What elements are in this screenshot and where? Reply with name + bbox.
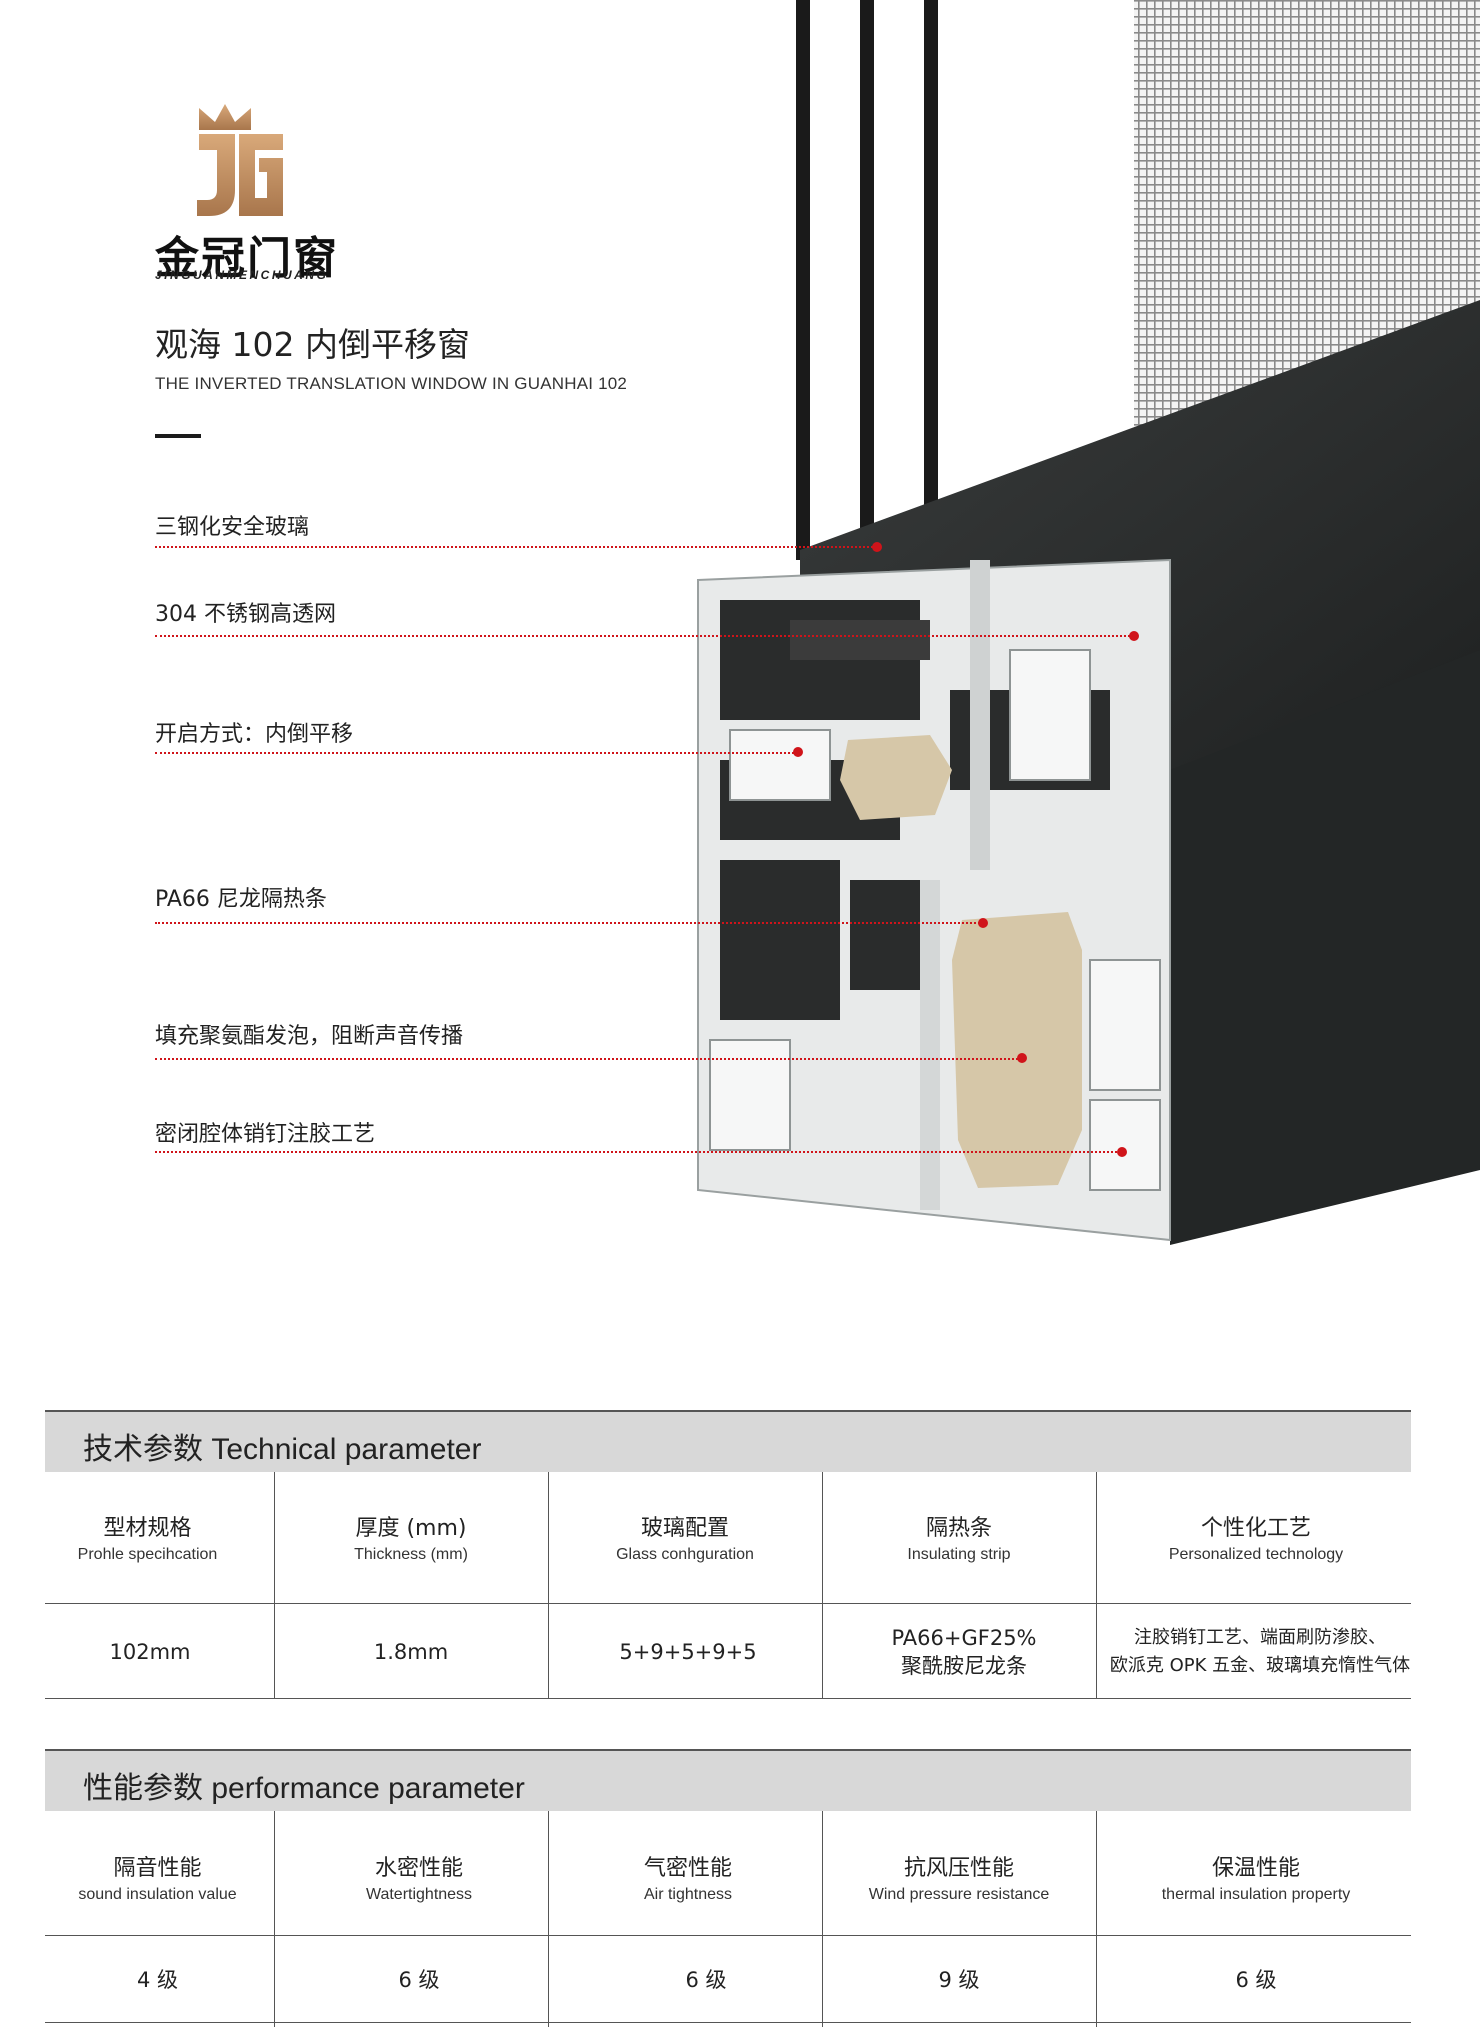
table-divider (45, 1935, 1411, 1936)
tech-column-header: 厚度 (mm) Thickness (mm) (274, 1510, 548, 1564)
callout-dot (1017, 1053, 1027, 1063)
feature-label: 密闭腔体销钉注胶工艺 (155, 1122, 376, 1147)
technical-table-header: 技术参数 Technical parameter (45, 1410, 1411, 1472)
product-title-cn: 观海 102 内倒平移窗 (155, 325, 470, 364)
column-title-cn: 厚度 (mm) (355, 1516, 467, 1541)
brand-logo-icon (197, 104, 283, 216)
brand-name-en: JINGUANMENCHUANG (155, 268, 329, 282)
tech-column-header: 隔热条 Insulating strip (822, 1510, 1096, 1564)
title-divider (155, 434, 201, 438)
table-divider (45, 1698, 1411, 1699)
perf-value-air: 6 级 (685, 1968, 727, 1992)
tech-column-header: 个性化工艺 Personalized technology (1096, 1510, 1416, 1564)
callout-dot (872, 542, 882, 552)
perf-column-header: 抗风压性能 Wind pressure resistance (822, 1850, 1096, 1904)
tech-column-header: 型材规格 Prohle specihcation (45, 1510, 250, 1564)
column-divider (274, 1472, 275, 1698)
column-title-cn: 保温性能 (1211, 1856, 1300, 1881)
performance-table-title: 性能参数 performance parameter (83, 1772, 525, 1805)
column-title-cn: 抗风压性能 (903, 1856, 1014, 1881)
strip-line-2: 聚酰胺尼龙条 (901, 1654, 1027, 1678)
column-divider (1096, 1811, 1097, 2027)
feature-label: PA66 尼龙隔热条 (155, 887, 327, 912)
column-divider (274, 1811, 275, 2027)
perf-value-water: 6 级 (398, 1968, 440, 1992)
column-title-cn: 型材规格 (103, 1516, 192, 1541)
window-profile-section-image (697, 0, 1480, 1245)
column-title-en: Personalized technology (1168, 1546, 1344, 1563)
brand-name-cn: 金冠门窗 (155, 233, 339, 284)
column-title-en: Insulating strip (907, 1546, 1011, 1563)
performance-table-header: 性能参数 performance parameter (45, 1749, 1411, 1811)
perf-value-thermal: 6 级 (1235, 1968, 1277, 1992)
tech-value-thickness: 1.8mm (373, 1640, 449, 1664)
callout-dot (978, 918, 988, 928)
column-divider (548, 1811, 549, 2027)
column-divider (548, 1472, 549, 1698)
tech-value-strip: PA66+GF25% 聚酰胺尼龙条 (822, 1624, 1106, 1680)
feature-label: 304 不锈钢高透网 (155, 602, 336, 627)
callout-dot (1117, 1147, 1127, 1157)
column-title-cn: 隔热条 (925, 1516, 992, 1541)
column-title-cn: 隔音性能 (113, 1856, 202, 1881)
column-title-en: Prohle specihcation (77, 1546, 218, 1563)
strip-line-1: PA66+GF25% (891, 1626, 1037, 1650)
tech-value-profile: 102mm (109, 1640, 191, 1664)
column-title-cn: 气密性能 (643, 1856, 732, 1881)
feature-label: 开启方式：内倒平移 (155, 722, 354, 747)
tech-value-glass: 5+9+5+9+5 (619, 1640, 757, 1664)
leader-line (155, 635, 1134, 637)
column-title-cn: 玻璃配置 (640, 1516, 729, 1541)
column-title-en: Air tightness (643, 1886, 733, 1903)
table-divider (45, 2022, 1411, 2023)
perf-column-header: 气密性能 Air tightness (548, 1850, 828, 1904)
column-title-en: Glass conhguration (616, 1546, 754, 1563)
perf-value-wind: 9 级 (938, 1968, 980, 1992)
leader-line (155, 1058, 1022, 1060)
column-title-en: thermal insulation property (1161, 1886, 1351, 1903)
column-title-en: Watertightness (365, 1886, 473, 1903)
leader-line (155, 752, 798, 754)
leader-line (155, 1151, 1121, 1153)
perf-column-header: 保温性能 thermal insulation property (1096, 1850, 1416, 1904)
feature-label: 三钢化安全玻璃 (155, 515, 310, 540)
table-divider (45, 1603, 1411, 1604)
column-title-cn: 个性化工艺 (1200, 1516, 1311, 1541)
product-title-en: THE INVERTED TRANSLATION WINDOW IN GUANH… (155, 374, 628, 393)
column-title-en: sound insulation value (78, 1886, 237, 1903)
perf-column-header: 水密性能 Watertightness (274, 1850, 564, 1904)
column-title-cn: 水密性能 (374, 1856, 463, 1881)
technology-line-1: 注胶销钉工艺、端面刷防渗胶、 (1134, 1627, 1386, 1648)
column-divider (822, 1472, 823, 1698)
column-title-en: Thickness (mm) (354, 1546, 468, 1563)
column-title-en: Wind pressure resistance (868, 1886, 1050, 1903)
leader-line (155, 546, 877, 548)
perf-value-sound: 4 级 (136, 1968, 179, 1992)
technology-line-2: 欧派克 OPK 五金、玻璃填充惰性气体 (1109, 1655, 1411, 1676)
feature-label: 填充聚氨酯发泡，阻断声音传播 (155, 1024, 464, 1049)
perf-column-header: 隔音性能 sound insulation value (45, 1850, 270, 1904)
callout-dot (793, 747, 803, 757)
column-divider (1096, 1472, 1097, 1698)
column-divider (822, 1811, 823, 2027)
tech-column-header: 玻璃配置 Glass conhguration (548, 1510, 822, 1564)
technical-table-title: 技术参数 Technical parameter (83, 1433, 482, 1466)
leader-line (155, 922, 983, 924)
tech-value-technology: 注胶销钉工艺、端面刷防渗胶、 欧派克 OPK 五金、玻璃填充惰性气体 (1098, 1624, 1422, 1680)
callout-dot (1129, 631, 1139, 641)
